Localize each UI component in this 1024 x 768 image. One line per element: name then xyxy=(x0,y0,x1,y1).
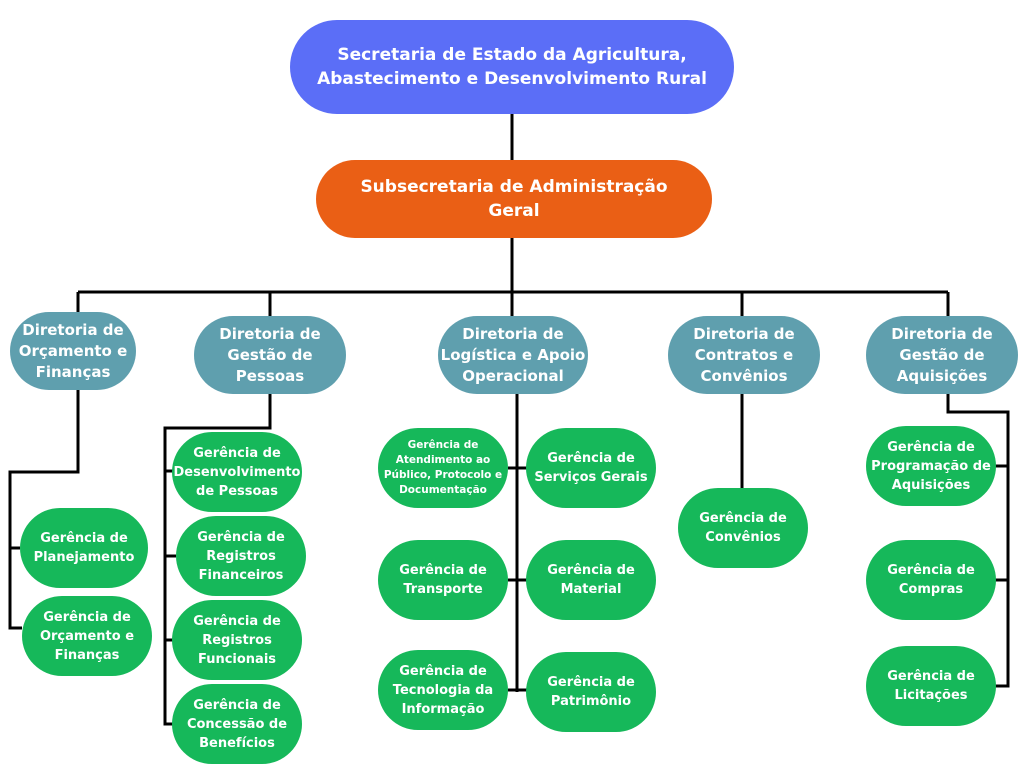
directorate-contratos: Diretoria de Contratos e Convênios xyxy=(668,316,820,394)
management-label: Gerência de Tecnologia da Informação xyxy=(392,663,494,717)
management-material: Gerência de Material xyxy=(526,540,656,620)
directorate-pessoas: Diretoria de Gestão de Pessoas xyxy=(194,316,346,394)
management-servicos-gerais: Gerência de Serviços Gerais xyxy=(526,428,656,508)
management-label: Gerência de Atendimento ao Público, Prot… xyxy=(383,439,503,496)
management-label: Gerência de Patrimônio xyxy=(547,675,635,709)
management-label: Gerência de Desenvolvimento de Pessoas xyxy=(173,445,301,499)
management-orcamento-financas: Gerência de Orçamento e Finanças xyxy=(22,596,152,676)
directorate-label: Diretoria de Contratos e Convênios xyxy=(693,324,795,385)
management-label: Gerência de Compras xyxy=(887,563,975,597)
management-concessao-beneficios: Gerência de Concessão de Benefícios xyxy=(172,684,302,764)
management-planejamento: Gerência de Planejamento xyxy=(20,508,148,588)
management-licitacoes: Gerência de Licitações xyxy=(866,646,996,726)
directorate-logistica: Diretoria de Logística e Apoio Operacion… xyxy=(438,316,588,394)
management-label: Gerência de Serviços Gerais xyxy=(534,451,648,485)
management-registros-financeiros: Gerência de Registros Financeiros xyxy=(176,516,306,596)
management-convenios: Gerência de Convênios xyxy=(678,488,808,568)
management-label: Gerência de Programação de Aquisições xyxy=(871,439,991,493)
root-label: Secretaria de Estado da Agricultura, Aba… xyxy=(317,45,707,89)
management-transporte: Gerência de Transporte xyxy=(378,540,508,620)
management-label: Gerência de Registros Funcionais xyxy=(193,613,281,667)
management-programacao-aquisicoes: Gerência de Programação de Aquisições xyxy=(866,426,996,506)
management-label: Gerência de Orçamento e Finanças xyxy=(39,609,135,663)
directorate-orcamento: Diretoria de Orçamento e Finanças xyxy=(10,312,136,390)
directorate-aquisicoes: Diretoria de Gestão de Aquisições xyxy=(866,316,1018,394)
management-patrimonio: Gerência de Patrimônio xyxy=(526,652,656,732)
management-registros-funcionais: Gerência de Registros Funcionais xyxy=(172,600,302,680)
subsecretaria-node: Subsecretaria de Administração Geral xyxy=(316,160,712,238)
management-tecnologia-informacao: Gerência de Tecnologia da Informação xyxy=(378,650,508,730)
directorate-label: Diretoria de Gestão de Pessoas xyxy=(219,324,321,385)
management-label: Gerência de Registros Financeiros xyxy=(197,529,285,583)
management-atendimento-publico: Gerência de Atendimento ao Público, Prot… xyxy=(378,428,508,508)
management-label: Gerência de Convênios xyxy=(699,511,787,545)
management-label: Gerência de Licitações xyxy=(887,669,975,703)
subsecretaria-label: Subsecretaria de Administração Geral xyxy=(360,177,668,221)
management-desenvolvimento-pessoas: Gerência de Desenvolvimento de Pessoas xyxy=(172,432,302,512)
management-compras: Gerência de Compras xyxy=(866,540,996,620)
management-label: Gerência de Concessão de Benefícios xyxy=(186,697,288,751)
directorate-label: Diretoria de Gestão de Aquisições xyxy=(891,324,993,385)
directorate-label: Diretoria de Logística e Apoio Operacion… xyxy=(440,324,586,385)
directorate-label: Diretoria de Orçamento e Finanças xyxy=(18,320,128,381)
management-label: Gerência de Planejamento xyxy=(33,531,135,565)
root-node: Secretaria de Estado da Agricultura, Aba… xyxy=(290,20,734,114)
management-label: Gerência de Transporte xyxy=(399,563,487,597)
management-label: Gerência de Material xyxy=(547,563,635,597)
